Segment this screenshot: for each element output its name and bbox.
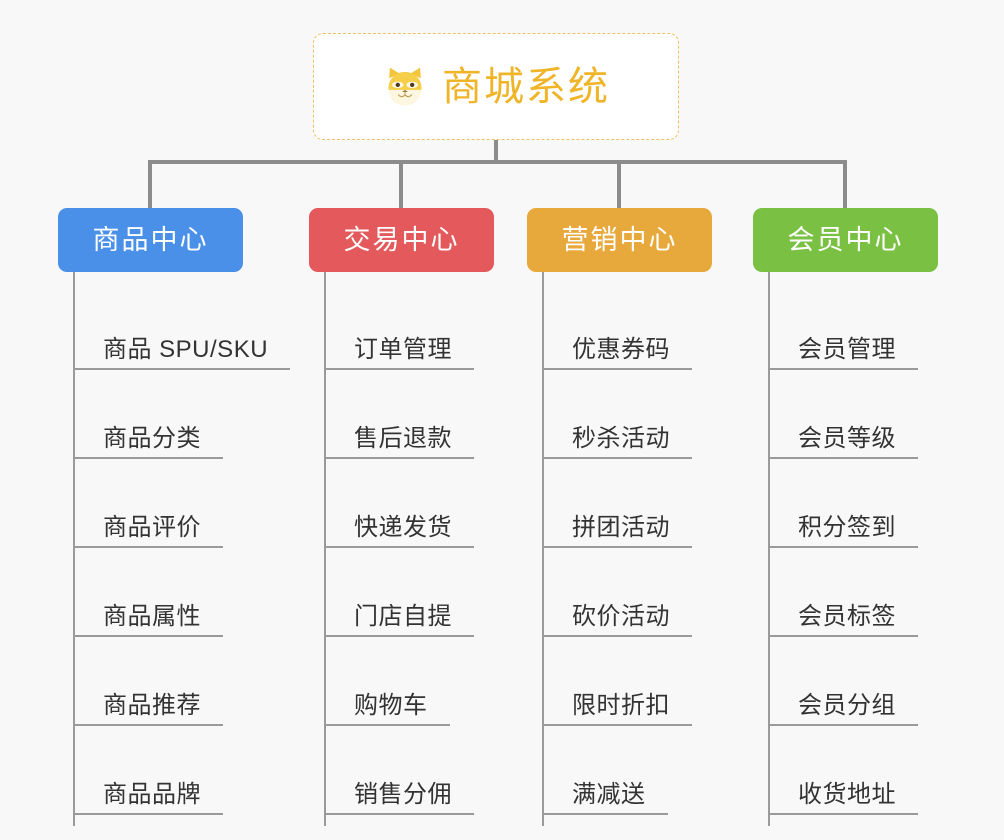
- leaf-label: 商品属性: [103, 603, 201, 630]
- connector-root-stem: [494, 140, 498, 162]
- leaf-label: 砍价活动: [572, 603, 670, 630]
- category-trunk-0: [73, 272, 75, 826]
- leaf-label: 优惠券码: [572, 336, 670, 363]
- connector-drop-2: [399, 160, 403, 210]
- category-label-0: 商品中心: [92, 224, 209, 255]
- leaf-label: 购物车: [354, 692, 428, 719]
- shiba-dog-face-icon: [382, 64, 428, 110]
- leaf-label: 拼团活动: [572, 514, 670, 541]
- category-label-1: 交易中心: [343, 224, 460, 255]
- leaf-label: 商品推荐: [103, 692, 201, 719]
- connector-horizontal-bus: [148, 160, 847, 164]
- leaf-label: 会员管理: [798, 336, 896, 363]
- leaf-label: 限时折扣: [572, 692, 670, 719]
- category-box-2[interactable]: 营销中心: [527, 208, 712, 272]
- root-node[interactable]: 商城系统: [313, 33, 679, 140]
- leaf-label: 商品分类: [103, 425, 201, 452]
- connector-drop-4: [843, 160, 847, 210]
- leaf-label: 会员等级: [798, 425, 896, 452]
- leaf-label: 门店自提: [354, 603, 452, 630]
- leaf-label: 订单管理: [354, 336, 452, 363]
- leaf-label: 销售分佣: [354, 781, 452, 808]
- connector-drop-1: [148, 160, 152, 210]
- leaf-label: 收货地址: [798, 781, 896, 808]
- leaf-label: 商品品牌: [103, 781, 201, 808]
- leaf-label: 售后退款: [354, 425, 452, 452]
- leaf-label: 快递发货: [354, 514, 452, 541]
- leaf-label: 会员分组: [798, 692, 896, 719]
- leaf-label: 秒杀活动: [572, 425, 670, 452]
- category-box-3[interactable]: 会员中心: [753, 208, 938, 272]
- leaf-label: 积分签到: [798, 514, 896, 541]
- leaf-label: 商品评价: [103, 514, 201, 541]
- category-box-0[interactable]: 商品中心: [58, 208, 243, 272]
- leaf-label: 商品 SPU/SKU: [103, 336, 269, 363]
- category-trunk-1: [324, 272, 326, 826]
- category-label-3: 会员中心: [787, 224, 904, 255]
- leaf-label: 会员标签: [798, 603, 896, 630]
- connector-drop-3: [617, 160, 621, 210]
- category-trunk-3: [768, 272, 770, 826]
- root-title: 商城系统: [442, 64, 610, 109]
- category-label-2: 营销中心: [561, 224, 678, 255]
- category-trunk-2: [542, 272, 544, 826]
- leaf-label: 满减送: [572, 781, 646, 808]
- category-box-1[interactable]: 交易中心: [309, 208, 494, 272]
